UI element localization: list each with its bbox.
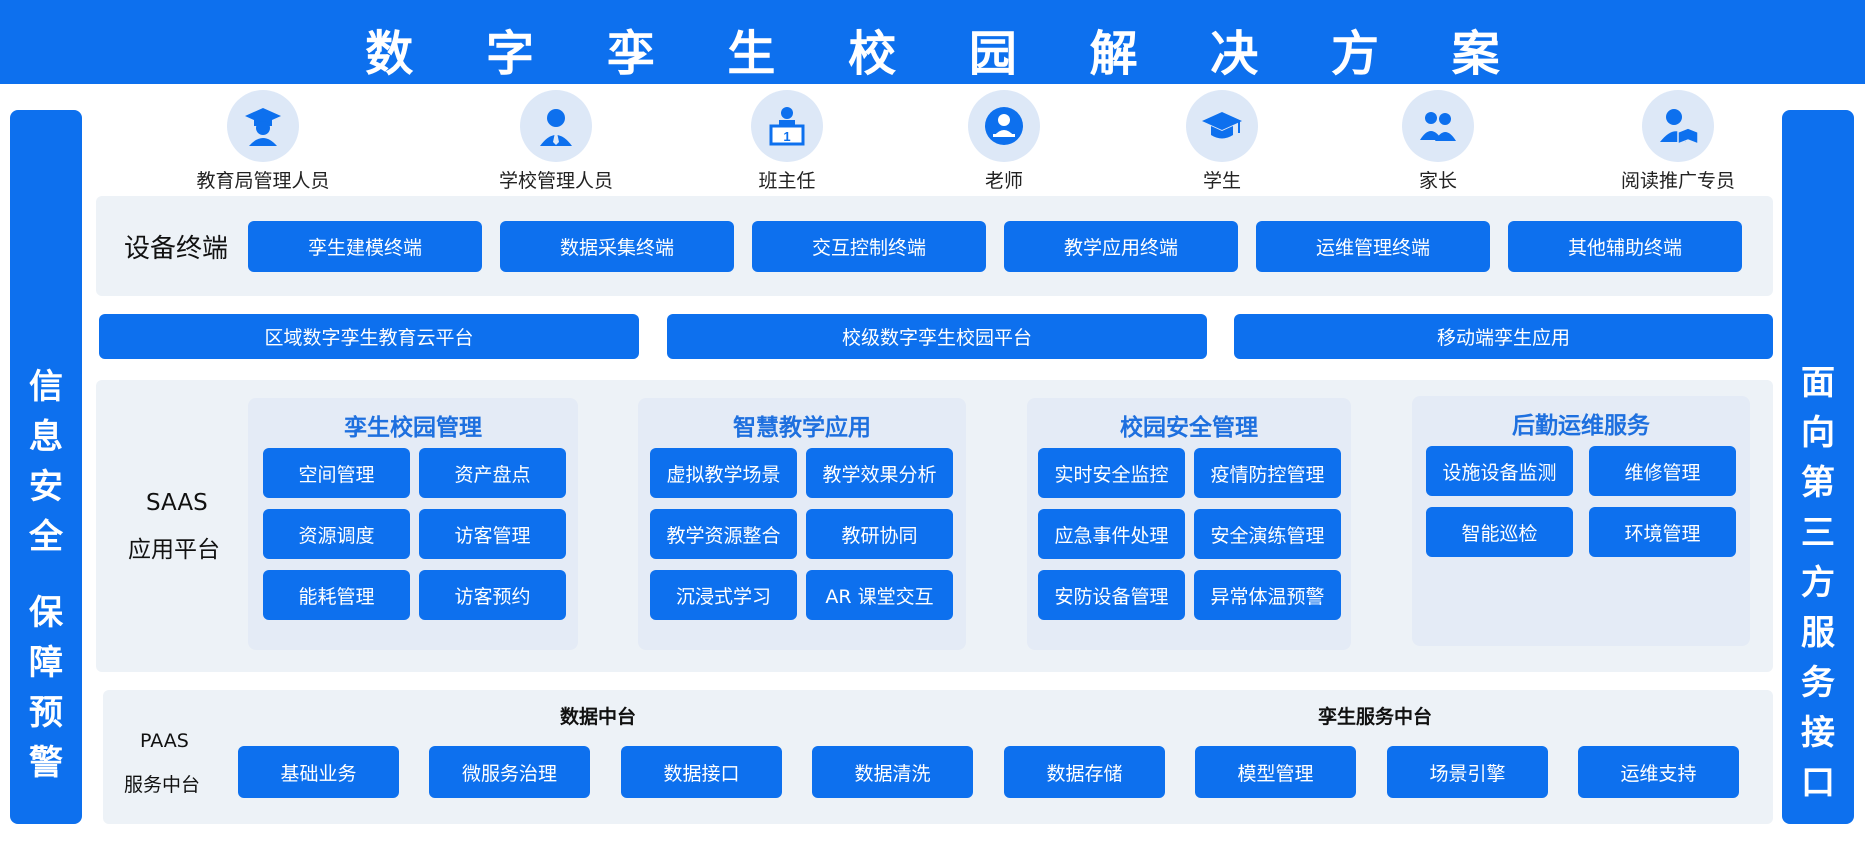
role-education-bureau: 教育局管理人员	[173, 90, 353, 193]
saas-item[interactable]: 疫情防控管理	[1194, 448, 1341, 498]
security-bar-text: 信 息 安 全 保 障 预 警	[10, 362, 82, 788]
saas-item[interactable]: 智能巡检	[1426, 507, 1573, 557]
paas-item[interactable]: 运维支持	[1578, 746, 1739, 798]
saas-item[interactable]: 设施设备监测	[1426, 446, 1573, 496]
podium-teacher-icon: 1	[751, 90, 823, 162]
parents-icon	[1402, 90, 1474, 162]
role-teacher: 老师	[914, 90, 1094, 193]
teacher-icon	[968, 90, 1040, 162]
title-banner: 数 字 孪 生 校 园 解 决 方 案	[0, 0, 1865, 84]
third-party-char: 方	[1801, 563, 1835, 603]
third-party-char: 务	[1801, 663, 1835, 703]
saas-item[interactable]: 教研协同	[806, 509, 953, 559]
group-title: 校园安全管理	[1120, 415, 1258, 441]
group-title: 后勤运维服务	[1512, 413, 1650, 439]
svg-text:1: 1	[783, 129, 790, 144]
admin-person-icon	[520, 90, 592, 162]
security-char: 信	[29, 367, 63, 407]
saas-label-line1: SAAS	[146, 490, 208, 516]
saas-item[interactable]: AR 课堂交互	[806, 570, 953, 620]
role-label: 教育局管理人员	[196, 170, 330, 192]
role-head-teacher: 1 班主任	[697, 90, 877, 193]
role-school-admin: 学校管理人员	[466, 90, 646, 193]
saas-item[interactable]: 安防设备管理	[1038, 570, 1185, 620]
saas-item[interactable]: 教学资源整合	[650, 509, 797, 559]
terminal-data-collection[interactable]: 数据采集终端	[500, 221, 734, 272]
role-parent: 家长	[1348, 90, 1528, 193]
third-party-char: 向	[1801, 413, 1835, 453]
terminal-other-auxiliary[interactable]: 其他辅助终端	[1508, 221, 1742, 272]
terminals-label: 设备终端	[124, 234, 229, 264]
role-label: 学校管理人员	[498, 170, 613, 192]
saas-item[interactable]: 资源调度	[263, 509, 410, 559]
third-party-char: 接	[1801, 713, 1835, 753]
paas-item[interactable]: 场景引擎	[1387, 746, 1548, 798]
role-student: 学生	[1132, 90, 1312, 193]
role-label: 老师	[984, 170, 1023, 192]
third-party-char: 面	[1801, 363, 1835, 403]
terminal-teaching-application[interactable]: 教学应用终端	[1004, 221, 1238, 272]
paas-item[interactable]: 数据存储	[1004, 746, 1165, 798]
third-party-bar-text: 面 向 第 三 方 服 务 接 口	[1782, 358, 1854, 808]
role-label: 班主任	[758, 170, 816, 192]
platform-mobile-app[interactable]: 移动端孪生应用	[1234, 314, 1773, 359]
saas-item[interactable]: 沉浸式学习	[650, 570, 797, 620]
paas-item[interactable]: 数据接口	[621, 746, 782, 798]
saas-item[interactable]: 应急事件处理	[1038, 509, 1185, 559]
third-party-char: 三	[1801, 513, 1835, 553]
third-party-char: 第	[1801, 463, 1835, 503]
security-char: 保	[29, 593, 63, 633]
paas-item[interactable]: 基础业务	[238, 746, 399, 798]
data-center-label: 数据中台	[560, 706, 637, 728]
saas-item[interactable]: 实时安全监控	[1038, 448, 1185, 498]
group-title: 智慧教学应用	[733, 415, 871, 441]
third-party-char: 服	[1801, 613, 1835, 653]
security-char: 警	[29, 743, 63, 783]
third-party-char: 口	[1801, 763, 1835, 803]
saas-item[interactable]: 访客管理	[419, 509, 566, 559]
saas-item[interactable]: 安全演练管理	[1194, 509, 1341, 559]
saas-item[interactable]: 维修管理	[1589, 446, 1736, 496]
page-title: 数 字 孪 生 校 园 解 决 方 案	[365, 26, 1528, 82]
saas-item[interactable]: 能耗管理	[263, 570, 410, 620]
paas-label-line2: 服务中台	[124, 774, 201, 796]
saas-item[interactable]: 教学效果分析	[806, 448, 953, 498]
role-label: 阅读推广专员	[1620, 170, 1735, 192]
graduation-person-icon	[227, 90, 299, 162]
reader-icon	[1642, 90, 1714, 162]
platform-regional-cloud[interactable]: 区域数字孪生教育云平台	[99, 314, 639, 359]
saas-item[interactable]: 异常体温预警	[1194, 570, 1341, 620]
saas-item[interactable]: 资产盘点	[419, 448, 566, 498]
third-party-bar: 面 向 第 三 方 服 务 接 口	[1782, 110, 1854, 824]
saas-item[interactable]: 访客预约	[419, 570, 566, 620]
platform-school-level[interactable]: 校级数字孪生校园平台	[667, 314, 1207, 359]
security-char: 预	[29, 693, 63, 733]
student-cap-icon	[1186, 90, 1258, 162]
paas-label-line1: PAAS	[140, 730, 189, 752]
saas-item[interactable]: 环境管理	[1589, 507, 1736, 557]
saas-item[interactable]: 空间管理	[263, 448, 410, 498]
twin-service-center-label: 孪生服务中台	[1318, 706, 1433, 728]
role-reading-promoter: 阅读推广专员	[1588, 90, 1768, 193]
terminal-ops-management[interactable]: 运维管理终端	[1256, 221, 1490, 272]
role-label: 学生	[1202, 170, 1241, 192]
security-char: 障	[29, 643, 63, 683]
security-char: 息	[29, 417, 63, 457]
terminal-interaction-control[interactable]: 交互控制终端	[752, 221, 986, 272]
paas-item[interactable]: 微服务治理	[429, 746, 590, 798]
paas-item[interactable]: 数据清洗	[812, 746, 973, 798]
security-char: 安	[29, 467, 63, 507]
security-bar: 信 息 安 全 保 障 预 警	[10, 110, 82, 824]
saas-label-line2: 应用平台	[128, 537, 220, 563]
group-title: 孪生校园管理	[344, 415, 482, 441]
saas-item[interactable]: 虚拟教学场景	[650, 448, 797, 498]
paas-item[interactable]: 模型管理	[1195, 746, 1356, 798]
terminal-twin-modeling[interactable]: 孪生建模终端	[248, 221, 482, 272]
security-char: 全	[29, 517, 63, 557]
security-gap	[10, 562, 82, 588]
role-label: 家长	[1418, 170, 1457, 192]
